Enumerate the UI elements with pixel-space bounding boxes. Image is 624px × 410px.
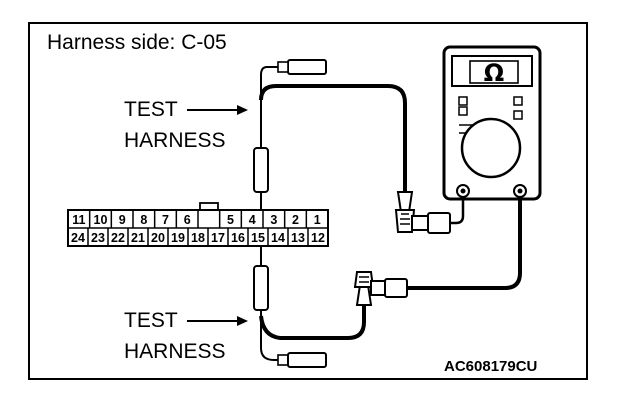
connector-pin-label: 13 — [291, 231, 305, 245]
test-harness-top — [253, 59, 407, 211]
connector-pin-label: 21 — [131, 231, 145, 245]
connector-pin-label: 1 — [314, 213, 321, 227]
label-arrow-top — [187, 105, 248, 115]
connector-pin-label: 2 — [292, 213, 299, 227]
harness-label-top: HARNESS — [124, 129, 226, 152]
connector-pin-label: 8 — [140, 213, 147, 227]
test-label-bottom: TEST — [124, 309, 178, 332]
connector-pin-label: 9 — [119, 213, 126, 227]
probe-clip-bottom — [353, 192, 522, 306]
connector-pin-label: 23 — [91, 231, 105, 245]
connector-pin-label: 4 — [249, 213, 256, 227]
connector-pin-label: 6 — [184, 213, 191, 227]
label-arrow-bottom — [187, 316, 248, 326]
ohm-symbol: Ω — [484, 59, 504, 87]
connector-pin-label: 10 — [94, 213, 108, 227]
connector-pin-label: 20 — [151, 231, 165, 245]
connector-pin-label: 17 — [211, 231, 225, 245]
test-label-top: TEST — [124, 98, 178, 121]
connector-pin-label: 22 — [111, 231, 125, 245]
connector-pin-label: 15 — [251, 231, 265, 245]
connector-pin-label: 7 — [162, 213, 169, 227]
connector-pin-label: 19 — [171, 231, 185, 245]
ohmmeter: Ω — [442, 45, 542, 201]
probe-clip-top — [394, 191, 465, 234]
connector-pin-label: 3 — [270, 213, 277, 227]
connector-pin-label: 16 — [231, 231, 245, 245]
test-harness-bottom — [253, 246, 366, 368]
diagram-frame — [28, 22, 588, 380]
connector-pin-label: 18 — [191, 231, 205, 245]
connector-pin-label: 5 — [227, 213, 234, 227]
connector-pin-label: 12 — [311, 231, 325, 245]
diagram-title: Harness side: C-05 — [47, 31, 227, 54]
connector-pin-label: 24 — [71, 231, 85, 245]
figure-code: AC608179CU — [444, 358, 538, 375]
selector-dial — [460, 117, 522, 179]
connector-pin-label: 14 — [271, 231, 285, 245]
harness-label-bottom: HARNESS — [124, 340, 226, 363]
connector-pin-label: 11 — [72, 213, 85, 227]
